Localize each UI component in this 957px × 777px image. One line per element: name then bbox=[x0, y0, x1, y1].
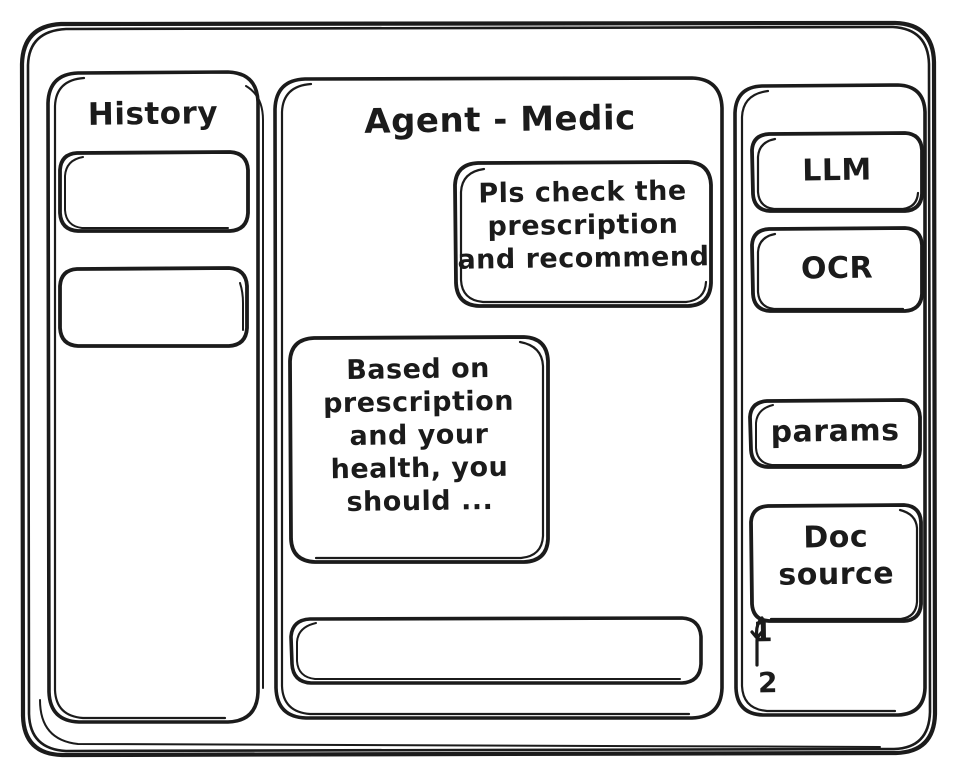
tool-chip-params-label: params bbox=[770, 413, 900, 450]
user-message-text: Pls check the prescription and recommend bbox=[457, 175, 710, 276]
history-panel-title: History bbox=[87, 95, 219, 133]
message-composer-input[interactable] bbox=[291, 618, 701, 683]
message-composer-value bbox=[305, 631, 685, 636]
tool-chip-ocr-label: OCR bbox=[800, 250, 874, 287]
agent-message-text: Based on prescription and your health, y… bbox=[322, 353, 515, 518]
history-item-2-label bbox=[60, 291, 247, 294]
doc-source-item-1[interactable]: 1 bbox=[752, 615, 774, 649]
tool-chip-llm-label: LLM bbox=[801, 152, 873, 189]
tool-chip-params[interactable]: params bbox=[750, 400, 920, 467]
user-message-bubble: Pls check the prescription and recommend bbox=[455, 162, 711, 306]
doc-source-item-2[interactable]: 2 bbox=[757, 666, 779, 700]
history-item-2[interactable] bbox=[60, 268, 247, 346]
tool-chip-doc-source-label: Doc source bbox=[778, 519, 895, 593]
tool-chip-doc-source[interactable]: Doc source bbox=[751, 505, 921, 621]
tool-chip-ocr[interactable]: OCR bbox=[752, 228, 922, 311]
history-item-1[interactable] bbox=[60, 152, 248, 231]
agent-panel-title: Agent - Medic bbox=[363, 98, 637, 142]
tool-chip-llm[interactable]: LLM bbox=[752, 133, 922, 211]
agent-message-bubble: Based on prescription and your health, y… bbox=[290, 337, 548, 562]
history-item-1-label bbox=[60, 175, 248, 178]
